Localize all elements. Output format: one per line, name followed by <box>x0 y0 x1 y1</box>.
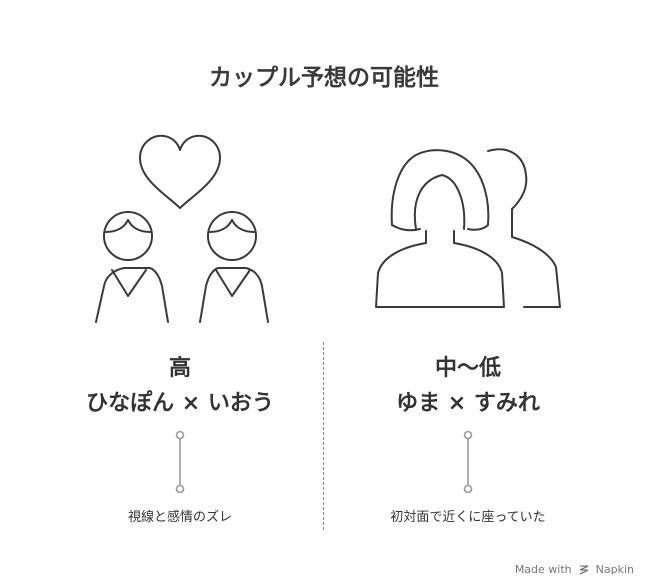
person-left-head <box>103 211 153 261</box>
right-reason-note: 初対面で近くに座っていた <box>390 510 546 525</box>
woman-body <box>375 230 505 308</box>
right-connector <box>463 430 473 494</box>
right-probability-level: 中〜低 <box>434 356 501 381</box>
napkin-logo-icon <box>579 564 589 578</box>
person-left-body <box>95 267 169 323</box>
person-right-body <box>199 267 269 323</box>
left-pair-names: ひなぽん × いおう <box>86 391 274 416</box>
person-right-head <box>207 211 257 261</box>
woman-face <box>413 174 466 230</box>
woman-hair <box>390 149 490 231</box>
couple-with-heart-icon <box>95 134 269 323</box>
man-silhouette <box>487 148 561 308</box>
made-with-label: Made with <box>514 563 572 576</box>
right-pair-names: ゆま × すみれ <box>396 391 540 416</box>
column-divider <box>323 342 324 530</box>
left-connector <box>175 430 185 494</box>
made-with-napkin-watermark[interactable]: Made with Napkin <box>515 563 634 578</box>
napkin-brand-label: Napkin <box>595 563 634 576</box>
diagram-title: カップル予想の可能性 <box>209 65 439 91</box>
left-reason-note: 視線と感情のズレ <box>127 510 232 525</box>
heart-icon <box>139 134 221 209</box>
left-probability-level: 高 <box>168 356 191 381</box>
silhouette-pair-icon <box>375 148 561 308</box>
